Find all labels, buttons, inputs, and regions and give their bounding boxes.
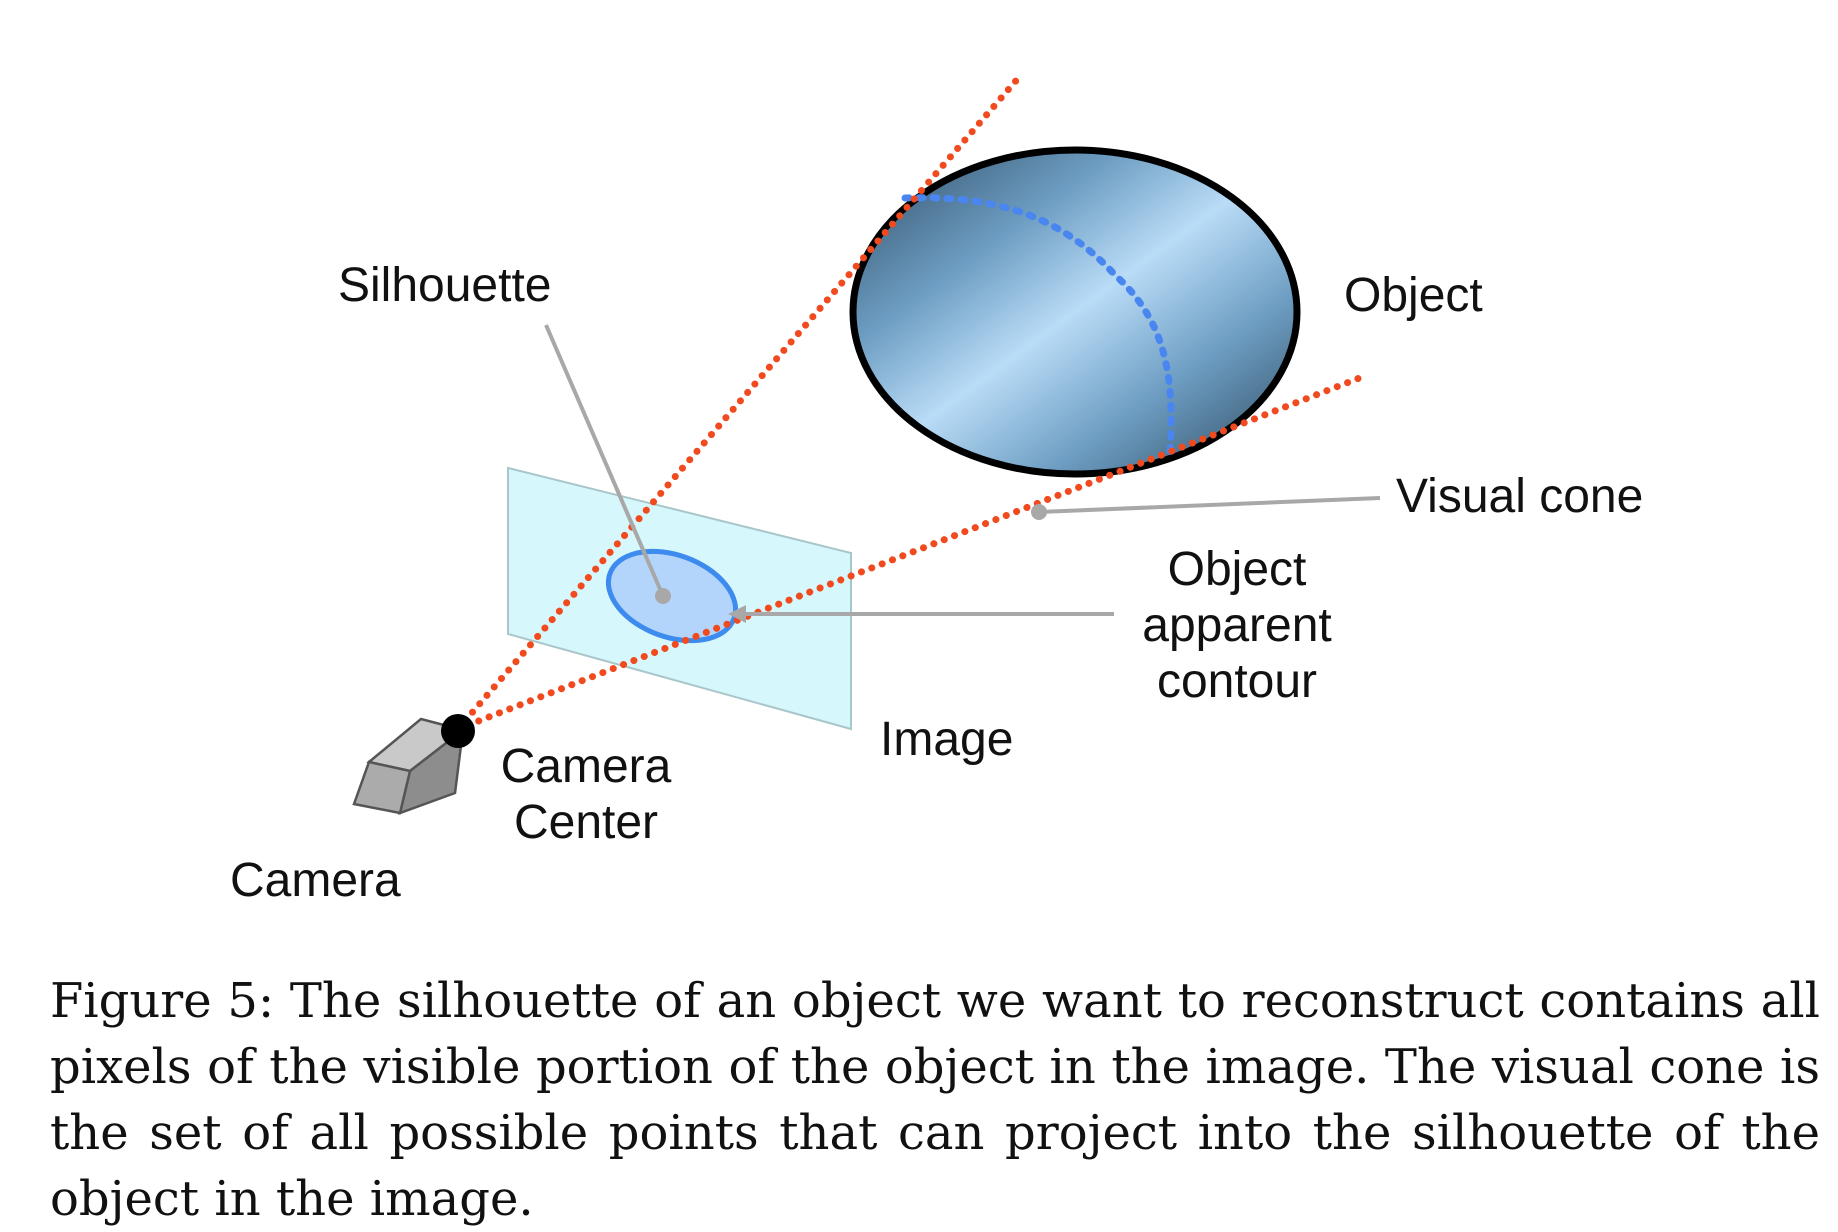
contour-generator-dotted-line [901, 194, 1175, 457]
visual-cone-upper-ray [454, 72, 1024, 733]
silhouette-leader-line [544, 324, 665, 597]
camera-center-label-line1: Camera [501, 740, 672, 793]
visual-cone-lower-ray [454, 373, 1366, 733]
figure-caption: Figure 5: The silhouette of an object we… [50, 973, 1820, 1227]
silhouette-leader-dot [655, 588, 671, 604]
camera-label: Camera [230, 854, 401, 907]
visual-hull-diagram: Silhouette Object Visual cone Object app… [230, 72, 1643, 907]
visual-cone-leader-dot [1031, 504, 1047, 520]
visual-cone-leader-line [1038, 496, 1381, 514]
silhouette-label: Silhouette [338, 259, 552, 312]
object-apparent-contour-label-line3: contour [1157, 655, 1317, 708]
object-apparent-contour-label-line1: Object [1168, 543, 1307, 596]
object-label: Object [1344, 269, 1483, 322]
visual-cone-label: Visual cone [1396, 470, 1643, 523]
object-ellipsoid [849, 146, 1301, 478]
apparent-contour-leader-arrowhead [728, 605, 746, 623]
object-apparent-contour-label-line2: apparent [1142, 599, 1332, 652]
camera-center-label-line2: Center [514, 796, 658, 849]
camera-center-point [441, 714, 475, 748]
image-label: Image [880, 713, 1013, 766]
silhouette-ellipse [605, 548, 739, 644]
camera-icon [352, 717, 466, 815]
